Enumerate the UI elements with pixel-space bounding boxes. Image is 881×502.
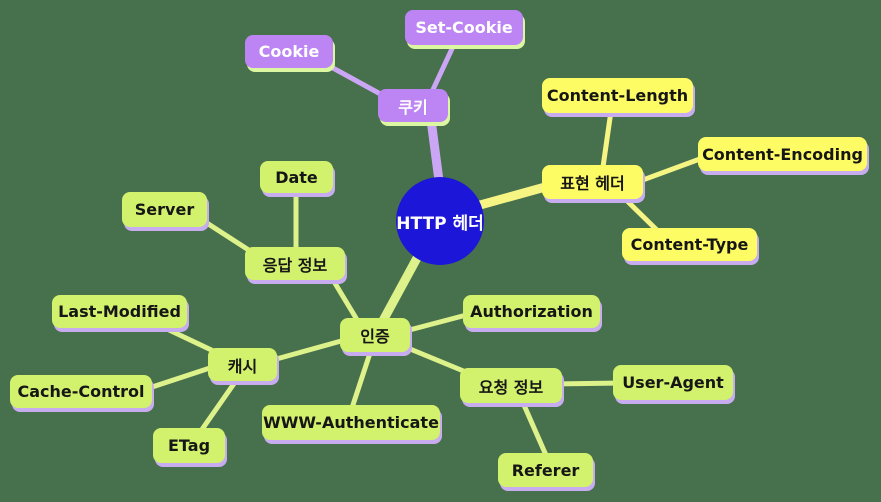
edge-auth-authorization — [397, 310, 475, 336]
edge-auth-cache — [261, 335, 353, 366]
set-cookie-label: Set-Cookie — [415, 18, 513, 37]
server-label: Server — [134, 200, 195, 219]
node-server: Server — [122, 192, 207, 227]
edge-request-info-user-agent — [551, 380, 623, 387]
node-last-modified: Last-Modified — [52, 295, 187, 328]
edge-cookie-group-set-cookie — [427, 36, 460, 98]
date-label: Date — [275, 167, 318, 187]
edge-representation-content-encoding — [631, 153, 709, 187]
cookie-group-label: 쿠키 — [398, 97, 428, 117]
auth-group-label: 인증 — [360, 327, 390, 346]
node-auth-group: 인증 — [340, 318, 410, 352]
node-response-info-group: 응답 정보 — [245, 247, 345, 280]
edge-root-auth-group — [375, 244, 427, 331]
node-cache-control: Cache-Control — [10, 375, 152, 408]
node-www-authenticate: WWW-Authenticate — [262, 405, 440, 440]
user-agent-label: User-Agent — [622, 373, 724, 392]
content-encoding-label: Content-Encoding — [702, 144, 863, 164]
request-info-group-label: 요청 정보 — [478, 377, 544, 397]
node-referer: Referer — [498, 453, 593, 487]
cache-control-label: Cache-Control — [17, 382, 145, 401]
node-set-cookie: Set-Cookie — [405, 10, 523, 45]
edge-representation-content-length — [599, 103, 615, 175]
edge-cache-cache-control — [139, 363, 217, 394]
node-content-length: Content-Length — [542, 78, 693, 113]
representation-group-label: 표현 헤더 — [560, 174, 625, 193]
etag-label: ETag — [167, 436, 211, 455]
node-authorization: Authorization — [463, 295, 600, 328]
node-cookie: Cookie — [245, 35, 333, 68]
node-content-encoding: Content-Encoding — [698, 137, 867, 171]
node-cookie-group: 쿠키 — [378, 89, 448, 122]
www-authenticate-label: WWW-Authenticate — [263, 413, 439, 432]
node-request-info-group: 요청 정보 — [460, 368, 562, 403]
node-date: Date — [260, 161, 333, 193]
edge-cache-etag — [193, 373, 243, 440]
content-type-label: Content-Type — [630, 235, 749, 254]
edge-auth-www-authenticate — [347, 343, 376, 415]
node-http-header-root: HTTP 헤더 — [396, 177, 484, 265]
node-representation-group: 표현 헤더 — [542, 165, 643, 199]
node-user-agent: User-Agent — [613, 365, 733, 400]
last-modified-label: Last-Modified — [58, 302, 181, 321]
authorization-label: Authorization — [470, 302, 593, 321]
referer-label: Referer — [511, 460, 580, 480]
node-content-type: Content-Type — [622, 228, 757, 261]
root-label: HTTP 헤더 — [396, 213, 484, 234]
node-cache-group: 캐시 — [208, 348, 277, 381]
node-etag: ETag — [153, 428, 225, 463]
response-info-group-label: 응답 정보 — [262, 255, 328, 275]
cache-group-label: 캐시 — [227, 356, 258, 376]
cookie-label: Cookie — [258, 42, 320, 61]
edge-request-info-referer — [517, 394, 552, 464]
content-length-label: Content-Length — [546, 86, 689, 105]
